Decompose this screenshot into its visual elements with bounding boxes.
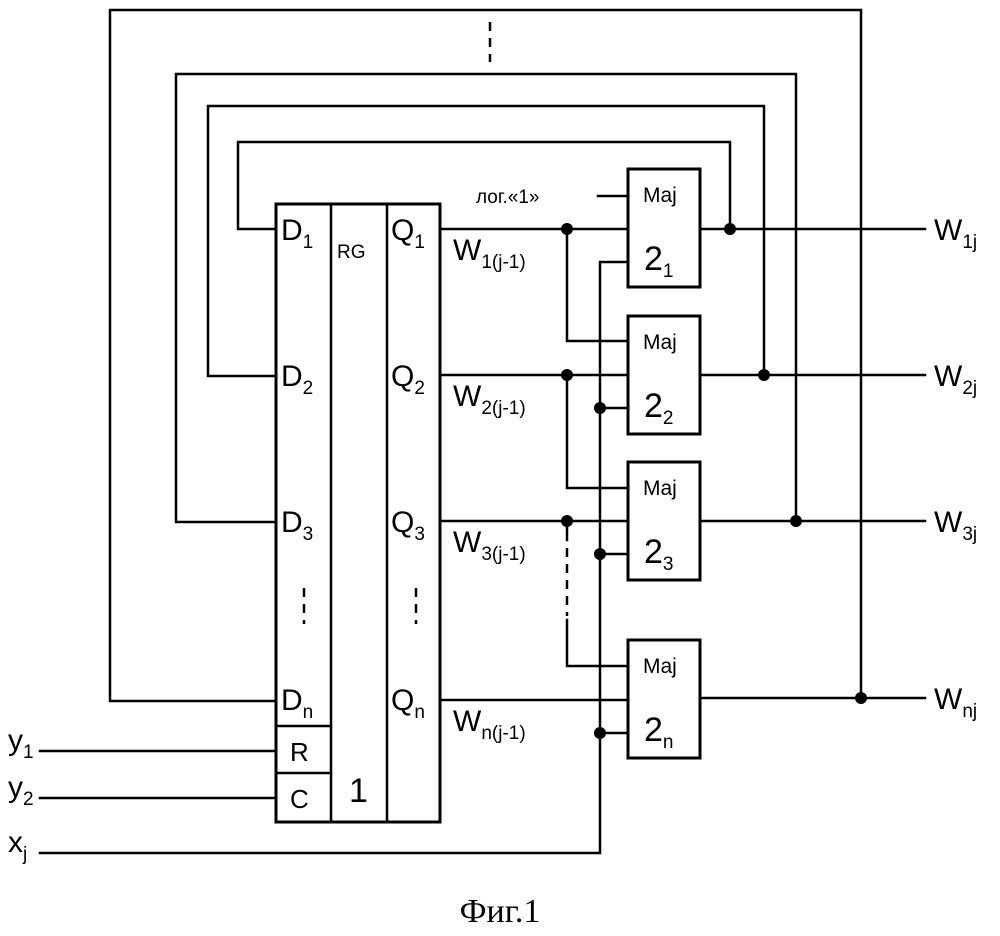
majority-element-n: Maj 2n (628, 640, 700, 758)
branch-q1-to-maj2 (567, 229, 628, 341)
feedback-wire-n (110, 10, 861, 701)
w-output-label: Wnj (934, 683, 977, 722)
majority-type-label: Maj (643, 184, 677, 207)
output-labels: W1j W2j W3j Wnj (934, 214, 977, 722)
w-prev-label: W2(j-1) (453, 380, 526, 419)
junction-dot (790, 515, 802, 527)
logic-one-label: лог.«1» (476, 187, 539, 208)
majority-element-1: Maj 21 (628, 169, 700, 287)
register-ref-number: 1 (349, 772, 368, 810)
junction-dot (758, 369, 770, 381)
branch-to-majn (567, 620, 628, 666)
branch-q2-to-maj3 (567, 375, 628, 488)
neighbour-wires (567, 229, 628, 666)
majority-type-label: Maj (643, 655, 677, 678)
junction-dot (855, 692, 867, 704)
input-labels: y1 y2 xj (8, 724, 34, 865)
y1-label: y1 (8, 724, 34, 763)
junction-dot (561, 515, 573, 527)
majority-type-label: Maj (643, 331, 677, 354)
majority-element-3: Maj 23 (628, 462, 700, 580)
w-output-label: W2j (934, 360, 977, 399)
previous-state-labels: W1(j-1) W2(j-1) W3(j-1) Wn(j-1) (453, 234, 526, 744)
junction-dot (561, 369, 573, 381)
register-block: RG 1 R C D1 D2 D3 Dn Q1 Q2 Q3 Qn (276, 204, 440, 822)
feedback-wires (110, 10, 861, 701)
junction-dot (561, 223, 573, 235)
clock-label: C (290, 784, 309, 814)
figure-caption: Фиг.1 (460, 893, 541, 930)
majority-type-label: Maj (643, 477, 677, 500)
junction-dots (561, 223, 867, 739)
w-prev-label: Wn(j-1) (453, 705, 526, 744)
y2-label: y2 (8, 771, 34, 810)
majority-output-wires (700, 229, 925, 698)
majority-element-2: Maj 22 (628, 316, 700, 434)
w-output-label: W3j (934, 506, 977, 545)
reset-label: R (290, 737, 309, 767)
w-output-label: W1j (934, 214, 977, 253)
register-type-label: RG (337, 242, 366, 263)
w-prev-label: W3(j-1) (453, 526, 526, 565)
xj-label: xj (8, 826, 27, 865)
junction-dot (594, 402, 606, 414)
junction-dot (724, 223, 736, 235)
junction-dot (594, 727, 606, 739)
w-prev-label: W1(j-1) (453, 234, 526, 273)
junction-dot (594, 548, 606, 560)
